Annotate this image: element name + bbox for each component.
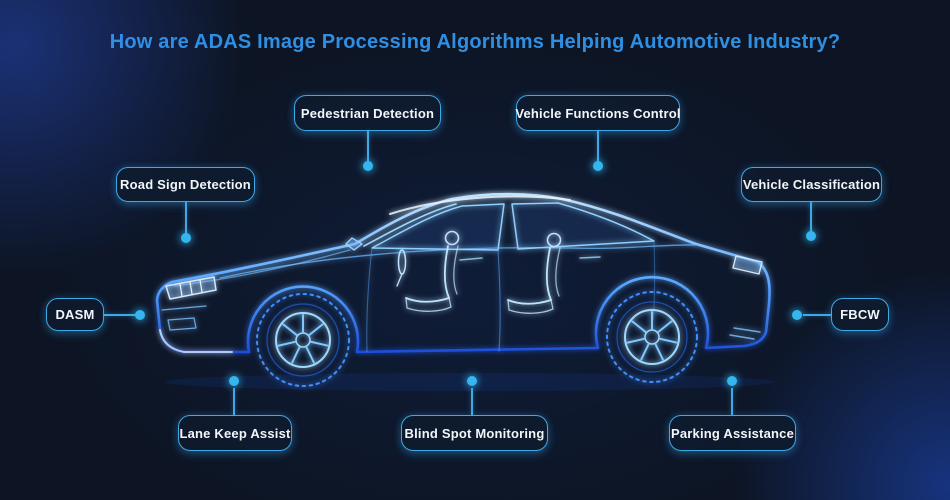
callout-pedestrian-detection: Pedestrian Detection: [294, 95, 441, 131]
callout-label: Parking Assistance: [670, 425, 795, 441]
connector-dot-dasm: [135, 310, 145, 320]
connector-line-lane-keep-assist: [233, 388, 235, 415]
connector-dot-lane-keep-assist: [229, 376, 239, 386]
callout-parking-assistance: Parking Assistance: [669, 415, 796, 451]
connector-dot-vehicle-functions-control: [593, 161, 603, 171]
connector-dot-parking-assistance: [727, 376, 737, 386]
connector-dot-fbcw: [792, 310, 802, 320]
callout-label: Road Sign Detection: [120, 177, 251, 192]
callout-label: Vehicle Functions Control: [515, 105, 681, 121]
connector-line-dasm: [104, 314, 138, 316]
connector-line-vehicle-classification: [810, 202, 812, 234]
callout-fbcw: FBCW: [831, 298, 889, 331]
connector-dot-pedestrian-detection: [363, 161, 373, 171]
callout-label: Blind Spot Monitoring: [404, 425, 545, 441]
callout-road-sign-detection: Road Sign Detection: [116, 167, 255, 202]
callout-dasm: DASM: [46, 298, 104, 331]
connector-line-road-sign-detection: [185, 202, 187, 236]
front-wheel-icon: [256, 293, 350, 387]
callout-label: Pedestrian Detection: [300, 105, 435, 121]
connector-line-parking-assistance: [731, 388, 733, 415]
callout-vehicle-classification: Vehicle Classification: [741, 167, 882, 202]
page-title: How are ADAS Image Processing Algorithms…: [109, 31, 841, 53]
connector-line-blind-spot-monitoring: [471, 388, 473, 415]
connector-line-fbcw: [803, 314, 831, 316]
callout-lane-keep-assist: Lane Keep Assist: [178, 415, 292, 451]
connector-line-pedestrian-detection: [367, 131, 369, 164]
callout-label: FBCW: [840, 307, 880, 322]
connector-dot-blind-spot-monitoring: [467, 376, 477, 386]
connector-dot-vehicle-classification: [806, 231, 816, 241]
car-xray-illustration-icon: [155, 192, 775, 391]
connector-line-vehicle-functions-control: [597, 131, 599, 164]
rear-wheel-icon: [606, 291, 698, 383]
callout-label: Lane Keep Assist: [179, 425, 291, 441]
callout-vehicle-functions-control: Vehicle Functions Control: [515, 95, 681, 131]
connector-dot-road-sign-detection: [181, 233, 191, 243]
callout-label: DASM: [55, 307, 95, 322]
callout-blind-spot-monitoring: Blind Spot Monitoring: [401, 415, 548, 451]
callout-label: Vehicle Classification: [742, 177, 881, 192]
